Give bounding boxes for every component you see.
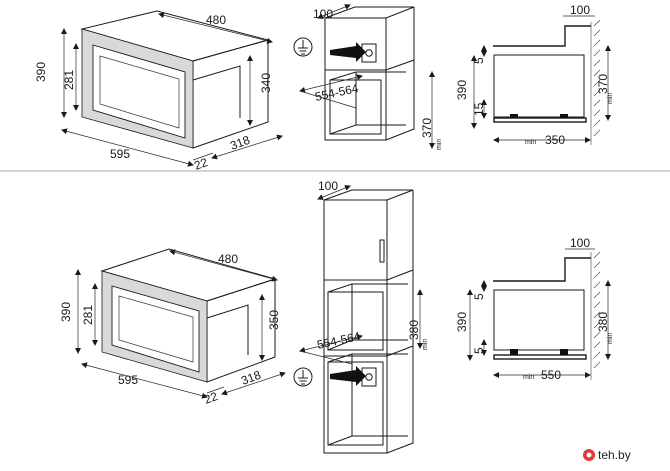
- top-cabinet-min: min: [436, 139, 443, 150]
- bottom-front-depth-height: 350: [267, 310, 281, 330]
- top-front-depth-height: 340: [259, 73, 273, 93]
- top-side-view: 100 5 390 15 370 min min 350: [455, 3, 614, 147]
- top-front-height-outer: 390: [34, 62, 48, 82]
- ground-symbol-icon: [293, 37, 313, 57]
- bottom-cabinet-depth: 100: [318, 179, 338, 193]
- bottom-side-height-outer: 390: [455, 312, 469, 332]
- top-cabinet-width: 554-564: [314, 81, 360, 104]
- top-front-outer-width: 595: [110, 147, 130, 161]
- top-front-width: 480: [206, 13, 226, 27]
- bottom-front-height-outer: 390: [59, 302, 73, 322]
- bottom-side-depth: 550: [541, 368, 561, 382]
- top-front-oven: 480 390 281 340 595 318 22: [34, 10, 283, 173]
- top-cabinet-height: 370: [420, 118, 434, 138]
- bottom-tall-cabinet: 100 554-564 380 min: [293, 179, 429, 454]
- bottom-side-view: 100 5 390 5 380 min min 550: [455, 236, 614, 382]
- bottom-front-height-inner: 281: [81, 305, 95, 325]
- bottom-front-depth: 318: [239, 368, 263, 388]
- bottom-side-height-inner: 380: [596, 312, 610, 332]
- bottom-side-depth-min: min: [523, 374, 534, 381]
- top-side-gap-bottom: 15: [472, 102, 486, 116]
- bottom-front-oven: 480 390 281 350 595 318 22: [59, 248, 286, 407]
- bottom-side-min: min: [607, 333, 614, 344]
- watermark: teh.by: [583, 448, 631, 462]
- bottom-side-gap-bottom: 5: [472, 347, 486, 354]
- top-side-gap-top: 5: [472, 57, 486, 64]
- top-front-depth: 318: [228, 133, 252, 153]
- top-side-top: 100: [570, 3, 590, 17]
- bottom-front-width: 480: [218, 252, 238, 266]
- bottom-cabinet-min: min: [422, 339, 429, 350]
- bottom-cabinet-height: 380: [407, 320, 421, 340]
- top-side-height-outer: 390: [455, 80, 469, 100]
- top-front-edge: 22: [192, 155, 210, 173]
- top-cabinet: 100 554-564 370 min: [293, 4, 443, 150]
- bottom-front-outer-width: 595: [118, 373, 138, 387]
- top-side-height-inner: 370: [596, 74, 610, 94]
- bottom-side-gap-top: 5: [472, 293, 486, 300]
- top-side-min: min: [607, 93, 614, 104]
- bottom-front-edge: 22: [202, 389, 220, 407]
- bottom-side-top: 100: [570, 236, 590, 250]
- bottom-cabinet-width: 554-564: [316, 329, 362, 352]
- watermark-text: teh.by: [598, 448, 631, 462]
- top-cabinet-depth: 100: [313, 7, 333, 21]
- top-side-depth-min: min: [525, 139, 536, 146]
- top-side-depth: 350: [545, 133, 565, 147]
- ground-symbol-icon: [293, 367, 313, 387]
- top-front-height-inner: 281: [62, 70, 76, 90]
